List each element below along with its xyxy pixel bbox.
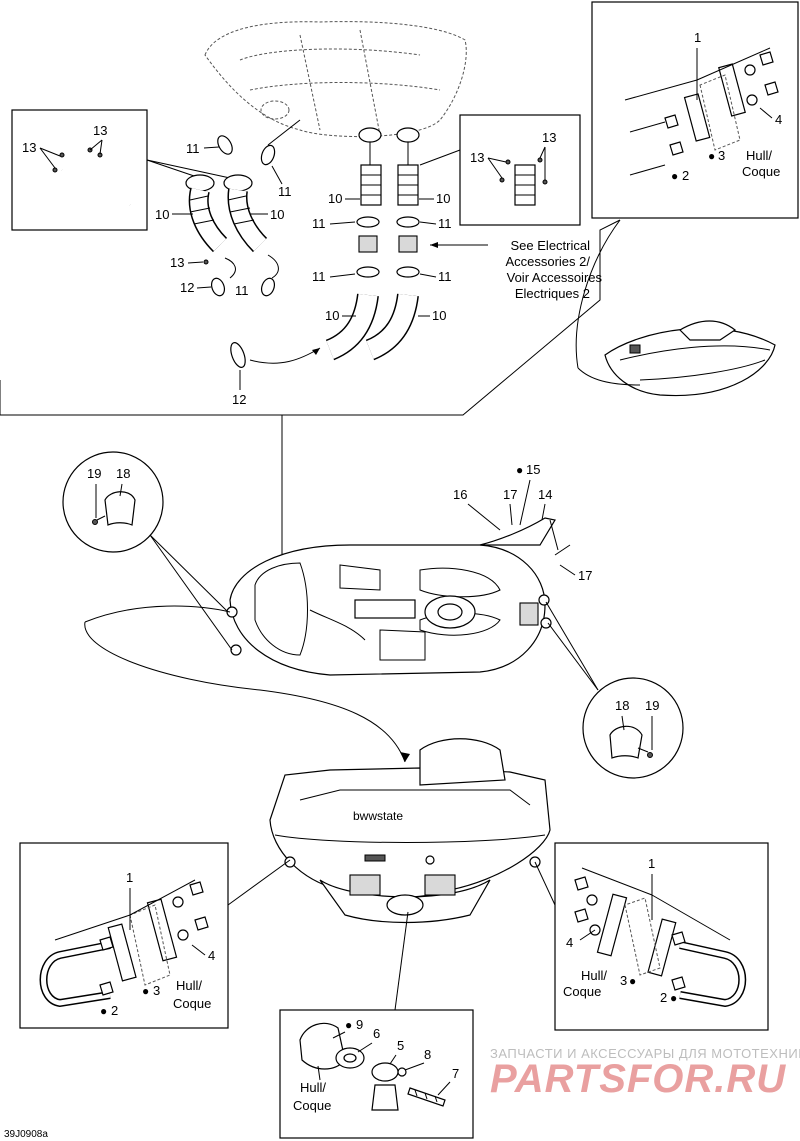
svg-text:bwwstate: bwwstate — [353, 809, 403, 823]
label-coque: Coque — [742, 164, 780, 179]
label-4: 4 — [566, 935, 573, 950]
label-4: 4 — [208, 948, 215, 963]
label-10: 10 — [436, 191, 450, 206]
detail-box-ubolt-bottom-right: 1 4 Hull/ Coque 3 ● 2 ● — [534, 842, 769, 1031]
label-8: 8 — [424, 1047, 431, 1062]
clamp-12-lower: 12 — [230, 342, 321, 407]
hoses-center-group: 10 10 11 11 11 11 10 10 — [312, 127, 488, 361]
svg-text:●: ● — [670, 991, 677, 1005]
label-13: 13 — [170, 255, 184, 270]
clamps-11-top-left: 11 11 — [186, 119, 301, 199]
label-11: 11 — [235, 283, 249, 298]
label-11: 11 — [312, 216, 326, 231]
label-coque: Coque — [173, 996, 211, 1011]
label-2: 2 — [660, 990, 667, 1005]
detail-box-drain-plug: ● 9 6 5 8 7 Hull/ Coque — [279, 1009, 474, 1139]
watermark: ЗАПЧАСТИ И АКСЕССУАРЫ ДЛЯ МОТОТЕХНИКИ PA… — [490, 1046, 800, 1101]
watermark-logo: PARTSFOR.RU — [490, 1057, 786, 1101]
watercraft-thumbnail — [575, 219, 776, 397]
label-11: 11 — [438, 216, 452, 231]
svg-text:Electriques 2: Electriques 2 — [515, 286, 590, 301]
svg-text:●: ● — [671, 169, 678, 183]
svg-text:●: ● — [345, 1018, 352, 1032]
electrical-accessories-note: See Electrical Accessories 2/ Voir Acces… — [505, 238, 602, 301]
label-17: 17 — [503, 487, 517, 502]
label-2: 2 — [111, 1003, 118, 1018]
detail-box-clamp-left: 13 13 — [11, 109, 231, 231]
label-14: 14 — [538, 487, 552, 502]
detail-box-clamp-right: 13 13 — [419, 114, 581, 226]
label-hull: Hull/ — [581, 968, 607, 983]
svg-text:●: ● — [629, 974, 636, 988]
label-6: 6 — [373, 1026, 380, 1041]
label-9: 9 — [356, 1017, 363, 1032]
label-13: 13 — [542, 130, 556, 145]
label-coque: Coque — [563, 984, 601, 999]
label-hull: Hull/ — [176, 978, 202, 993]
svg-text:●: ● — [516, 463, 523, 477]
label-13: 13 — [93, 123, 107, 138]
label-1: 1 — [126, 870, 133, 885]
label-11: 11 — [312, 269, 326, 284]
label-12: 12 — [232, 392, 246, 407]
label-19: 19 — [87, 466, 101, 481]
label-15: 15 — [526, 462, 540, 477]
hoses-left-group: 10 10 — [155, 174, 284, 253]
small-parts-left: 13 12 11 — [170, 254, 279, 298]
drawing-code: 39J0908a — [4, 1129, 48, 1140]
detail-box-ubolt-top: 1 4 2 ● 3 ● Hull/ Coque — [591, 1, 799, 219]
detail-box-ubolt-bottom-left: 1 4 ● 2 ● 3 Hull/ Coque — [19, 842, 291, 1029]
hull-rear-view: bwwstate — [269, 738, 551, 1011]
label-3: 3 — [718, 148, 725, 163]
watermark-tagline: ЗАПЧАСТИ И АКСЕССУАРЫ ДЛЯ МОТОТЕХНИКИ — [490, 1046, 800, 1061]
label-hull: Hull/ — [300, 1080, 326, 1095]
label-11: 11 — [438, 269, 452, 284]
label-10: 10 — [328, 191, 342, 206]
label-1: 1 — [648, 856, 655, 871]
svg-text:●: ● — [100, 1004, 107, 1018]
label-11: 11 — [278, 184, 292, 199]
deck-top-view: 15 ● 16 17 14 17 — [84, 462, 592, 763]
label-10: 10 — [432, 308, 446, 323]
label-coque: Coque — [293, 1098, 331, 1113]
label-12: 12 — [180, 280, 194, 295]
label-4: 4 — [775, 112, 782, 127]
label-3: 3 — [153, 983, 160, 998]
label-hull: Hull/ — [746, 148, 772, 163]
detail-circle-18-19-left: 19 18 — [62, 451, 233, 651]
svg-text:Accessories 2/: Accessories 2/ — [505, 254, 590, 269]
hull-outline-dotted — [204, 21, 467, 138]
label-10: 10 — [325, 308, 339, 323]
label-13: 13 — [22, 140, 36, 155]
label-11: 11 — [186, 141, 200, 156]
label-5: 5 — [397, 1038, 404, 1053]
svg-text:Voir Accessoires: Voir Accessoires — [507, 270, 603, 285]
label-16: 16 — [453, 487, 467, 502]
label-2: 2 — [682, 168, 689, 183]
label-18: 18 — [615, 698, 629, 713]
label-10: 10 — [155, 207, 169, 222]
label-19: 19 — [645, 698, 659, 713]
svg-text:●: ● — [708, 149, 715, 163]
label-3: 3 — [620, 973, 627, 988]
detail-circle-18-19-right: 18 19 — [545, 601, 684, 779]
label-10: 10 — [270, 207, 284, 222]
label-7: 7 — [452, 1066, 459, 1081]
label-13: 13 — [470, 150, 484, 165]
label-1: 1 — [694, 30, 701, 45]
svg-text:See Electrical: See Electrical — [511, 238, 591, 253]
svg-text:●: ● — [142, 984, 149, 998]
label-18: 18 — [116, 466, 130, 481]
label-17: 17 — [578, 568, 592, 583]
